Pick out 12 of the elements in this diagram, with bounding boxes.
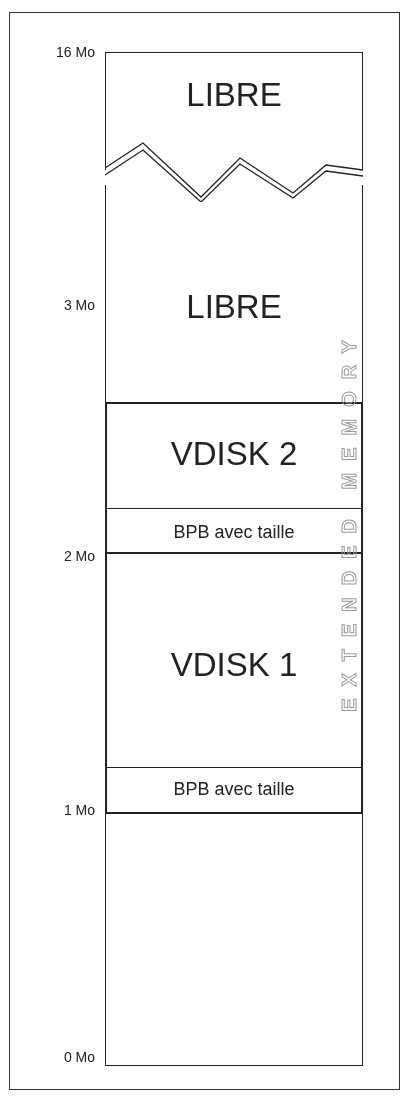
memory-block [105, 52, 363, 170]
block-label: LIBRE [186, 288, 282, 326]
block-label: VDISK 1 [170, 646, 298, 684]
block-label: LIBRE [186, 77, 282, 114]
block-label: VDISK 2 [170, 435, 298, 473]
address-label: 1 Mo [63, 803, 95, 817]
block-label: BPB avec taille [173, 522, 295, 543]
address-label: 2 Mo [63, 549, 95, 563]
block-label: BPB avec taille [173, 780, 295, 800]
vertical-region-label: EXTENDED MEMORY [337, 328, 361, 712]
address-label: 16 Mo [56, 45, 95, 59]
empty-memory-block [105, 814, 363, 1066]
